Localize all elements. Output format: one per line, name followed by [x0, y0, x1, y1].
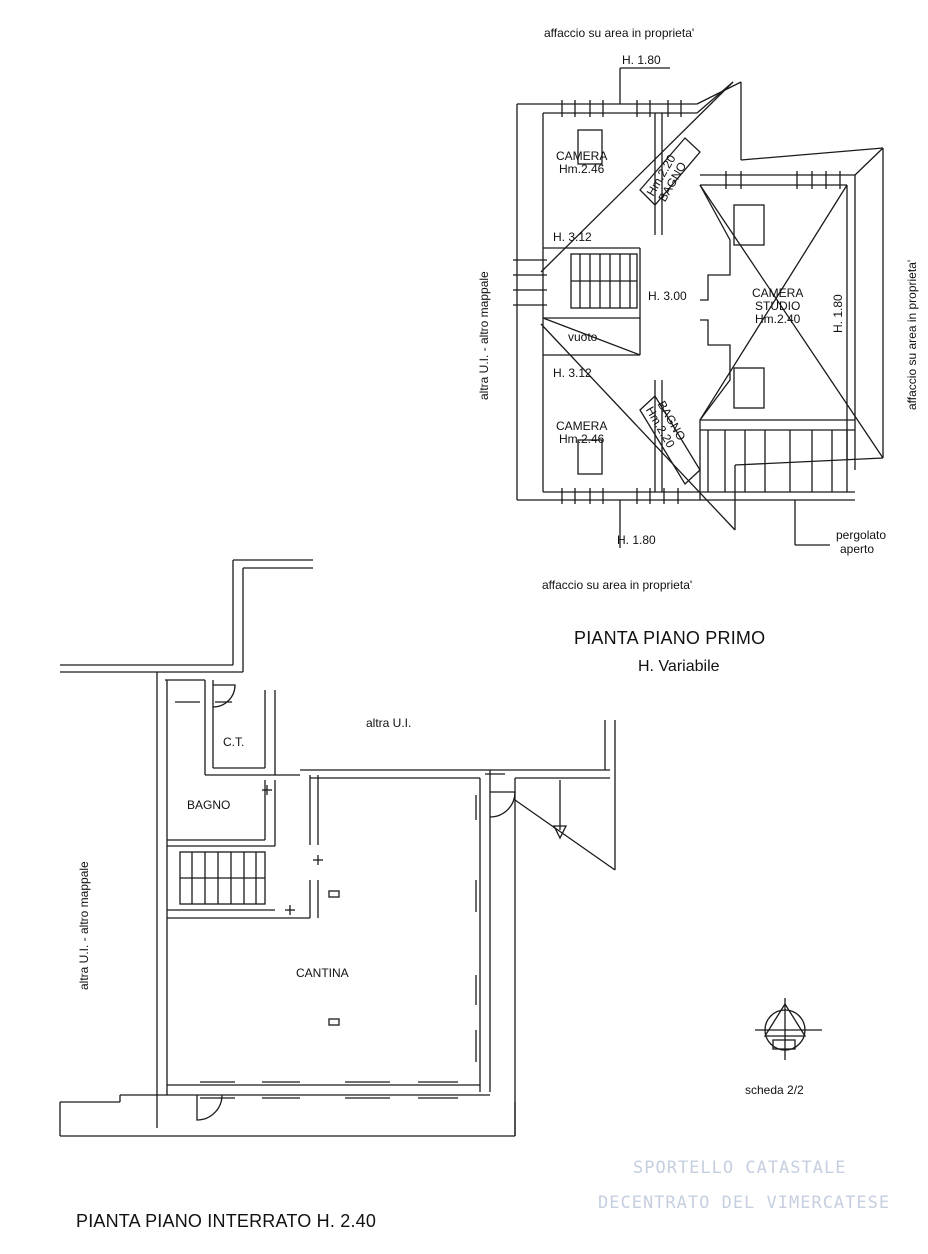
- vuoto-label: vuoto: [568, 330, 598, 344]
- upper-plan-walls: [513, 67, 884, 548]
- lower-left-note: altra U.I. - altro mappale: [77, 861, 91, 990]
- lower-plan-title: PIANTA PIANO INTERRATO H. 2.40: [76, 1211, 377, 1231]
- bagno-lower-label: BAGNO: [187, 798, 231, 812]
- cantina-label: CANTINA: [296, 966, 349, 980]
- upper-dim-h312-top: H. 3.12: [553, 230, 592, 244]
- lower-plan-walls: [59, 559, 616, 1137]
- upper-dim-bottom: H. 1.80: [617, 533, 656, 547]
- upper-left-note: altra U.I. - altro mappale: [477, 271, 491, 400]
- upper-plan-title: PIANTA PIANO PRIMO: [574, 628, 766, 648]
- stamp-line-1: SPORTELLO CATASTALE: [633, 1158, 847, 1178]
- camera-studio-label: CAMERA STUDIO Hm.2.40: [752, 286, 804, 326]
- camera-top-label: CAMERA Hm.2.46: [556, 149, 608, 176]
- upper-plan-subtitle: H. Variabile: [638, 658, 720, 675]
- upper-dim-h300: H. 3.00: [648, 289, 687, 303]
- upper-dim-right: H. 1.80: [831, 294, 845, 333]
- ct-label: C.T.: [223, 735, 245, 749]
- pergolato-label: pergolato aperto: [836, 528, 887, 556]
- north-arrow-icon: [755, 998, 822, 1060]
- upper-dim-h312-bottom: H. 3.12: [553, 366, 592, 380]
- upper-top-note: affaccio su area in proprieta': [544, 26, 695, 40]
- upper-bottom-note: affaccio su area in proprieta': [542, 578, 693, 592]
- upper-right-note: affaccio su area in proprieta': [905, 259, 919, 410]
- lower-top-note: altra U.I.: [366, 716, 412, 730]
- stamp-line-2: DECENTRATO DEL VIMERCATESE: [598, 1193, 891, 1213]
- upper-dim-top: H. 1.80: [622, 53, 661, 67]
- sheet-number: scheda 2/2: [745, 1083, 804, 1097]
- camera-bottom-label: CAMERA Hm.2.46: [556, 419, 608, 446]
